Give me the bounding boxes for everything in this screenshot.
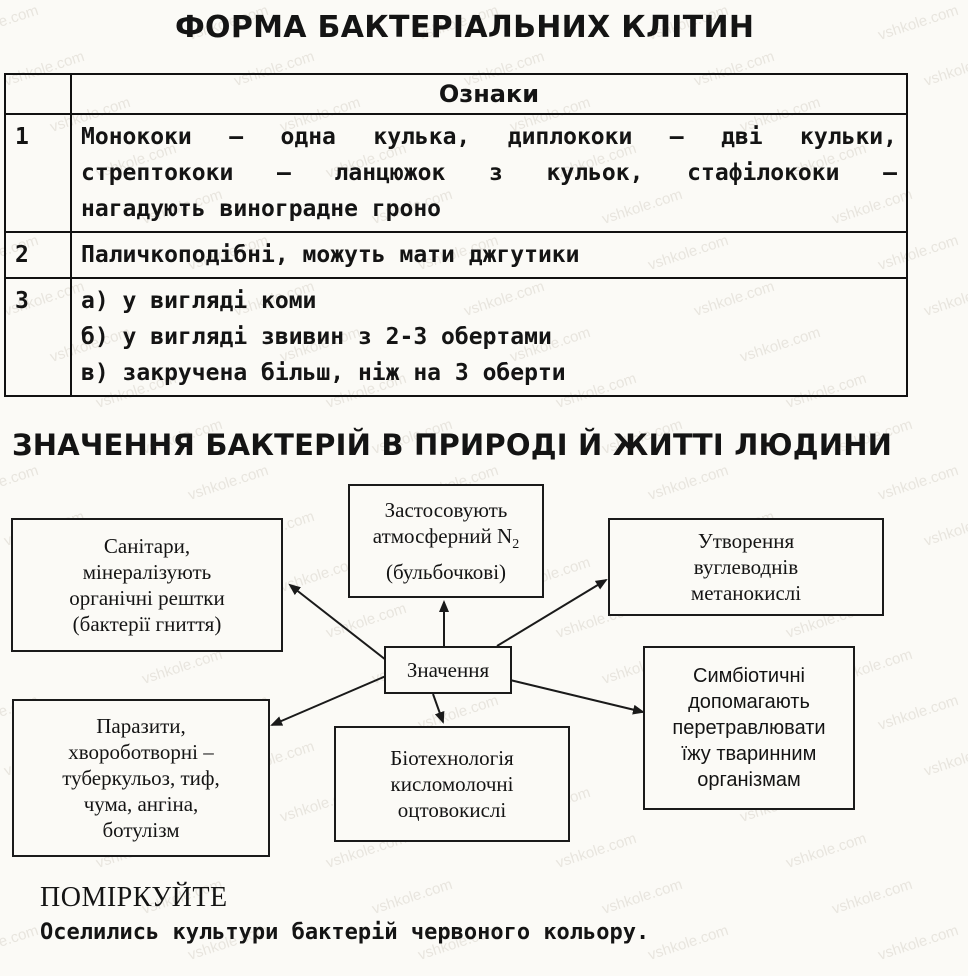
table-row-number: 1	[4, 113, 72, 233]
diagram-text-line: оцтовокислі	[397, 798, 507, 822]
diagram-text-line: ботулізм	[102, 818, 180, 842]
diagram-text-line: Утворення	[697, 529, 795, 553]
table-row-number: 2	[4, 231, 72, 279]
table-header-row: Ознаки	[4, 73, 908, 115]
diagram-box-nitrogen: Застосовують атмосферний N2 (бульбочкові…	[348, 484, 544, 598]
diagram-text-line: вуглеводнів	[693, 555, 799, 579]
diagram-text-line: органічні рештки	[69, 586, 225, 610]
diagram-text-line: Санітари,	[103, 534, 191, 558]
diagram-text-line: (бульбочкові)	[385, 559, 507, 584]
diagram-text-line: метанокислі	[690, 581, 802, 605]
section-title-significance: ЗНАЧЕННЯ БАКТЕРІЙ В ПРИРОДІ Й ЖИТТІ ЛЮДИ…	[12, 428, 893, 462]
table-row: 2 Паличкоподібні, можуть мати джгутики	[4, 231, 908, 279]
arrow-to-sanitary	[288, 583, 387, 661]
think-question: Оселились культури бактерій червоного ко…	[40, 920, 650, 945]
think-heading: ПОМІРКУЙТЕ	[40, 882, 228, 913]
diagram-text-line: допомагають	[688, 691, 810, 713]
diagram-box-parasites: Паразити, хвороботворні – туберкульоз, т…	[12, 699, 270, 857]
table-row-description: а) у вигляді коми б) у вигляді звивин з …	[70, 277, 908, 397]
diagram-text-formula-subscript: 2	[512, 537, 520, 553]
table-row: 1 Монококи — одна кулька, диплококи — дв…	[4, 113, 908, 233]
diagram-text-line: туберкульоз, тиф,	[62, 766, 220, 790]
diagram-text-line: кисломолочні	[390, 772, 514, 796]
table-cell-line: Паличкоподібні, можуть мати джгутики	[81, 242, 580, 268]
diagram-text-line: (бактерії гниття)	[72, 612, 222, 636]
diagram-text-line: хвороботворні –	[68, 740, 214, 764]
arrow-to-carbs	[496, 578, 608, 647]
diagram-text-line: Паразити,	[96, 714, 186, 738]
table-cell-line: нагадують виноградне гроно	[81, 196, 442, 222]
diagram-text-line: чума, ангіна,	[83, 792, 199, 816]
diagram-box-carbs: Утворення вуглеводнів метанокислі	[608, 518, 884, 616]
table-cell-line: б) у вигляді звивин з 2-3 обертами	[81, 324, 552, 350]
table-header-features: Ознаки	[70, 73, 908, 115]
diagram-text-line: Симбіотичні	[693, 665, 805, 687]
diagram-text-line: організмам	[697, 769, 801, 791]
diagram-text-formula-prefix: атмосферний N	[372, 524, 513, 549]
diagram-box-center: Значення	[384, 646, 512, 694]
diagram-box-biotech: Біотехнологія кисломолочні оцтовокислі	[334, 726, 570, 842]
diagram-text-line: Біотехнологія	[390, 746, 514, 770]
table-row-number: 3	[4, 277, 72, 397]
table-cell-line: в) закручена більш, ніж на 3 оберти	[81, 360, 566, 386]
diagram-text-line-formula: атмосферний N2	[356, 523, 536, 558]
diagram-center-label: Значення	[406, 658, 490, 682]
table-cell-line: Монококи — одна кулька, диплококи — дві …	[81, 124, 897, 150]
diagram-box-symbiotic: Симбіотичні допомагають перетравлювати ї…	[643, 646, 855, 810]
arrow-to-parasites	[270, 675, 387, 726]
table-row: 3 а) у вигляді коми б) у вигляді звивин …	[4, 277, 908, 397]
table-cell-line: стрептококи — ланцюжок з кульок, стафіло…	[81, 160, 897, 186]
diagram-box-sanitary: Санітари, мінералізують органічні рештки…	[11, 518, 283, 652]
diagram-text-line: мінералізують	[82, 560, 212, 584]
table-row-description: Паличкоподібні, можуть мати джгутики	[70, 231, 908, 279]
bacterial-forms-table: Ознаки 1 Монококи — одна кулька, диплоко…	[4, 73, 908, 397]
arrow-to-symbiotic	[509, 679, 645, 715]
table-row-description: Монококи — одна кулька, диплококи — дві …	[70, 113, 908, 233]
arrow-to-biotech	[432, 693, 445, 724]
page-title-bacterial-forms: ФОРМА БАКТЕРІАЛЬНИХ КЛІТИН	[175, 10, 755, 45]
diagram-text-line: перетравлювати	[672, 717, 826, 739]
diagram-text-line: Застосовують	[384, 498, 508, 523]
table-header-empty-cell	[4, 73, 72, 115]
diagram-text-line: їжу тваринним	[681, 743, 817, 765]
table-cell-line: а) у вигляді коми	[81, 288, 317, 314]
